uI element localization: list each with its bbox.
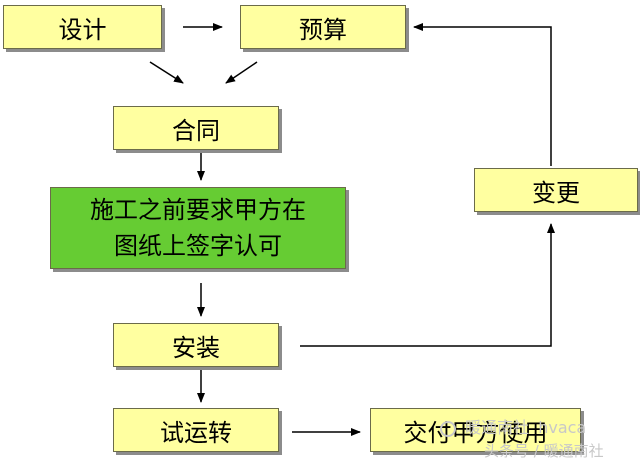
node-handover-label: 交付甲方使用 (403, 418, 548, 447)
node-handover: 交付甲方使用 (370, 408, 581, 452)
node-budget-label: 预算 (299, 15, 347, 44)
watermark-bottom: 头条号 / 暖通南社 (484, 440, 604, 461)
watermark-logo-icon (440, 420, 456, 437)
node-approval-line-2: 图纸上签字认可 (114, 232, 282, 260)
node-contract: 合同 (113, 106, 279, 150)
watermark-account-text: hvaca (538, 418, 587, 437)
node-design: 设计 (3, 5, 162, 49)
watermark-bottom-text: 头条号 / 暖通南社 (484, 442, 604, 460)
node-design-label: 设计 (58, 15, 107, 44)
node-approval-line-1: 施工之前要求甲方在 (90, 196, 306, 224)
node-change: 变更 (474, 168, 638, 212)
arrow-install-to-change (300, 223, 555, 347)
node-budget: 预算 (240, 5, 406, 49)
node-approval: 施工之前要求甲方在 图纸上签字认可 (50, 187, 346, 269)
node-contract-label: 合同 (172, 116, 220, 145)
arrow-budget-to-contract (225, 61, 258, 84)
node-trial-run-label: 试运转 (160, 418, 232, 447)
arrow-design-to-contract (149, 61, 184, 84)
watermark-top: 暖通南社 hvaca (440, 414, 586, 438)
node-change-label: 变更 (532, 178, 580, 207)
watermark-top-text: 暖通南社 (465, 418, 530, 437)
node-install-label: 安装 (172, 333, 220, 362)
node-trial-run: 试运转 (113, 408, 279, 452)
node-install: 安装 (113, 323, 279, 367)
arrow-change-to-budget (413, 23, 552, 166)
